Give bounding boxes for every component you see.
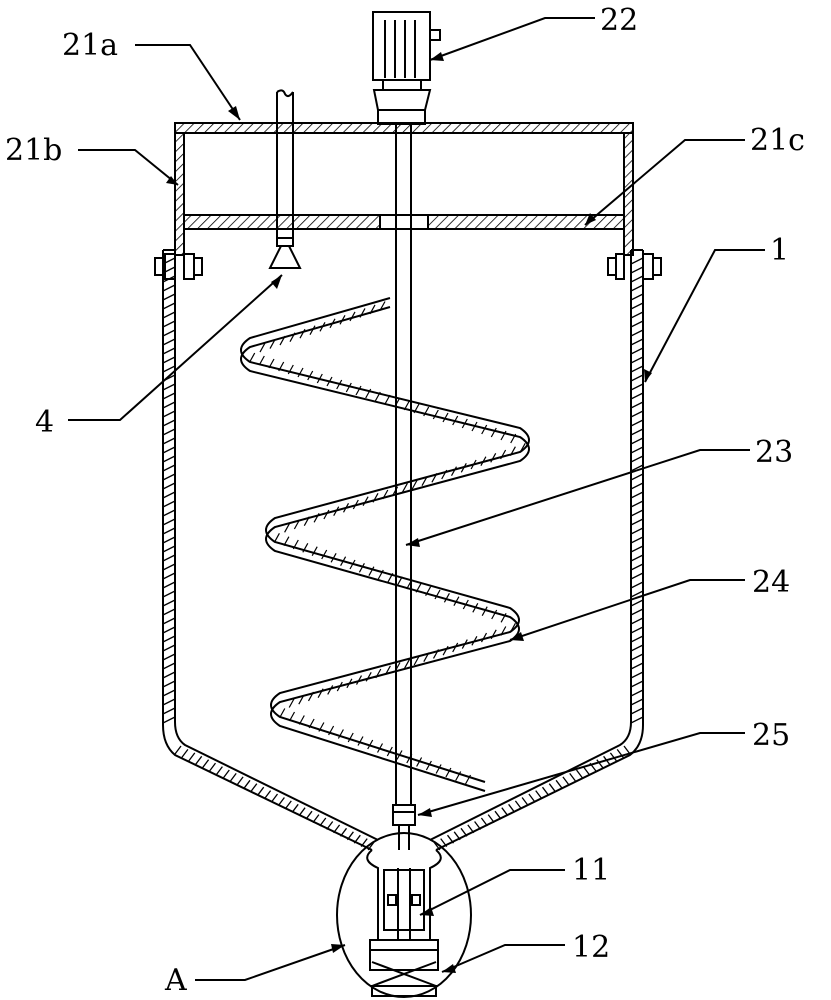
label-21b: 21b (5, 133, 62, 168)
label-a: A (164, 963, 187, 998)
bolt-right (608, 254, 661, 279)
coupling (393, 805, 415, 850)
label-12: 12 (572, 930, 610, 965)
label-22: 22 (600, 3, 638, 38)
label-21c: 21c (750, 123, 805, 158)
label-24: 24 (752, 565, 790, 600)
inner-plate-left (184, 215, 395, 229)
label-11: 11 (572, 853, 610, 888)
label-4: 4 (35, 405, 54, 440)
label-21a: 21a (62, 28, 118, 63)
shaft-bearing (380, 215, 428, 229)
vessel-wall-hatch (163, 258, 643, 850)
leader-lines (68, 18, 765, 980)
feed-pipe (270, 90, 300, 268)
side-wall-right (624, 133, 633, 255)
vessel-body (163, 250, 643, 850)
side-wall-left (175, 133, 184, 255)
label-23: 23 (755, 435, 793, 470)
label-25: 25 (752, 718, 790, 753)
top-cover (175, 123, 633, 133)
helical-ribbon-hatch (250, 302, 526, 785)
motor (373, 12, 440, 124)
bottom-valve (367, 850, 441, 996)
label-1: 1 (770, 233, 789, 268)
